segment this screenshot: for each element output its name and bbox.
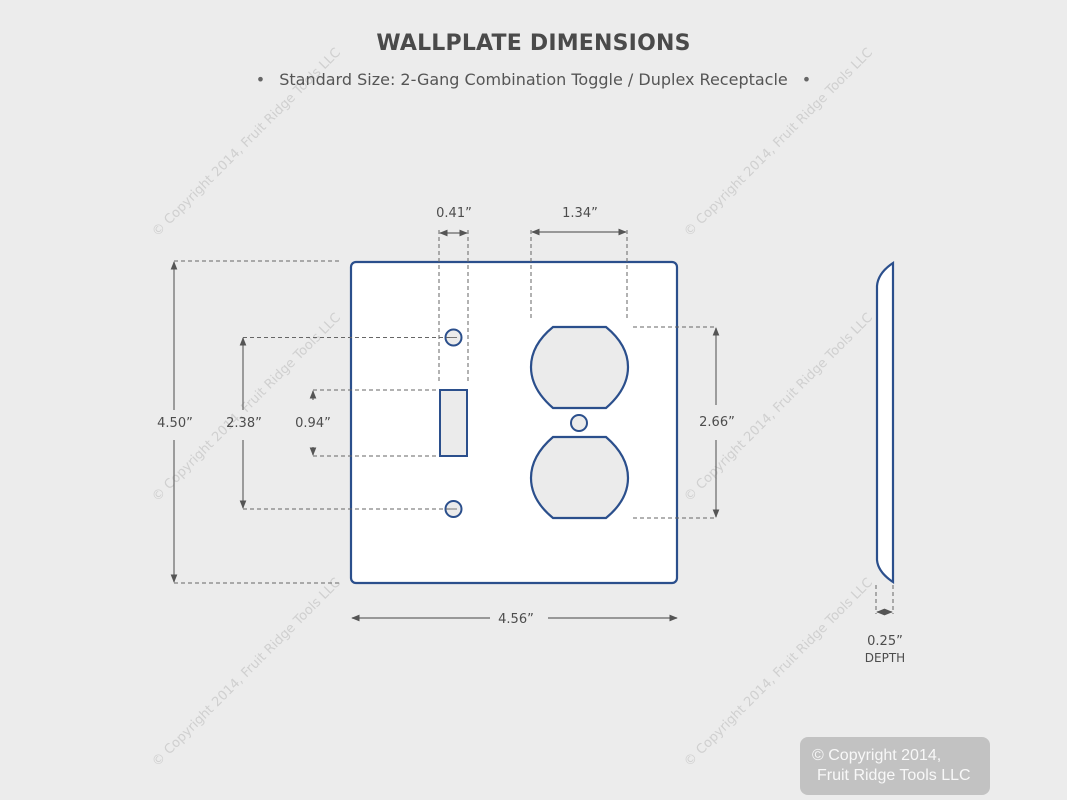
page-subtitle: • Standard Size: 2-Gang Combination Toggl…: [0, 70, 1067, 89]
receptacle-width-label: 1.34”: [562, 206, 598, 221]
side-profile: [875, 260, 895, 585]
receptacle-screw-icon: [570, 414, 588, 432]
subtitle-text: Standard Size: 2-Gang Combination Toggle…: [279, 70, 788, 89]
copyright-line-1: © Copyright 2014,: [812, 747, 942, 764]
depth-label: DEPTH: [865, 651, 905, 665]
toggle-screw-top-icon: [444, 328, 463, 347]
bullet-left: •: [255, 70, 266, 89]
toggle-width-label: 0.41”: [436, 206, 472, 221]
receptacle-top-opening: [529, 325, 630, 410]
copyright-line-2: Fruit Ridge Tools LLC: [817, 767, 971, 784]
page-title: WALLPLATE DIMENSIONS: [376, 31, 691, 56]
screw-spacing-label: 2.38”: [226, 416, 262, 431]
toggle-screw-bottom-icon: [444, 500, 463, 518]
toggle-height-label: 0.94”: [295, 416, 331, 431]
toggle-opening: [439, 389, 468, 457]
receptacle-height-label: 2.66”: [699, 415, 735, 430]
dimension-arrows: [170, 228, 893, 622]
extension-lines: [174, 230, 894, 614]
overall-width-label: 4.56”: [498, 612, 534, 627]
receptacle-bottom-opening: [529, 435, 630, 520]
front-plate: [349, 260, 679, 585]
depth-value-label: 0.25”: [867, 634, 903, 649]
bullet-right: •: [801, 70, 812, 89]
overall-height-label: 4.50”: [157, 416, 193, 431]
copyright-badge: © Copyright 2014, Fruit Ridge Tools LLC: [800, 737, 990, 795]
